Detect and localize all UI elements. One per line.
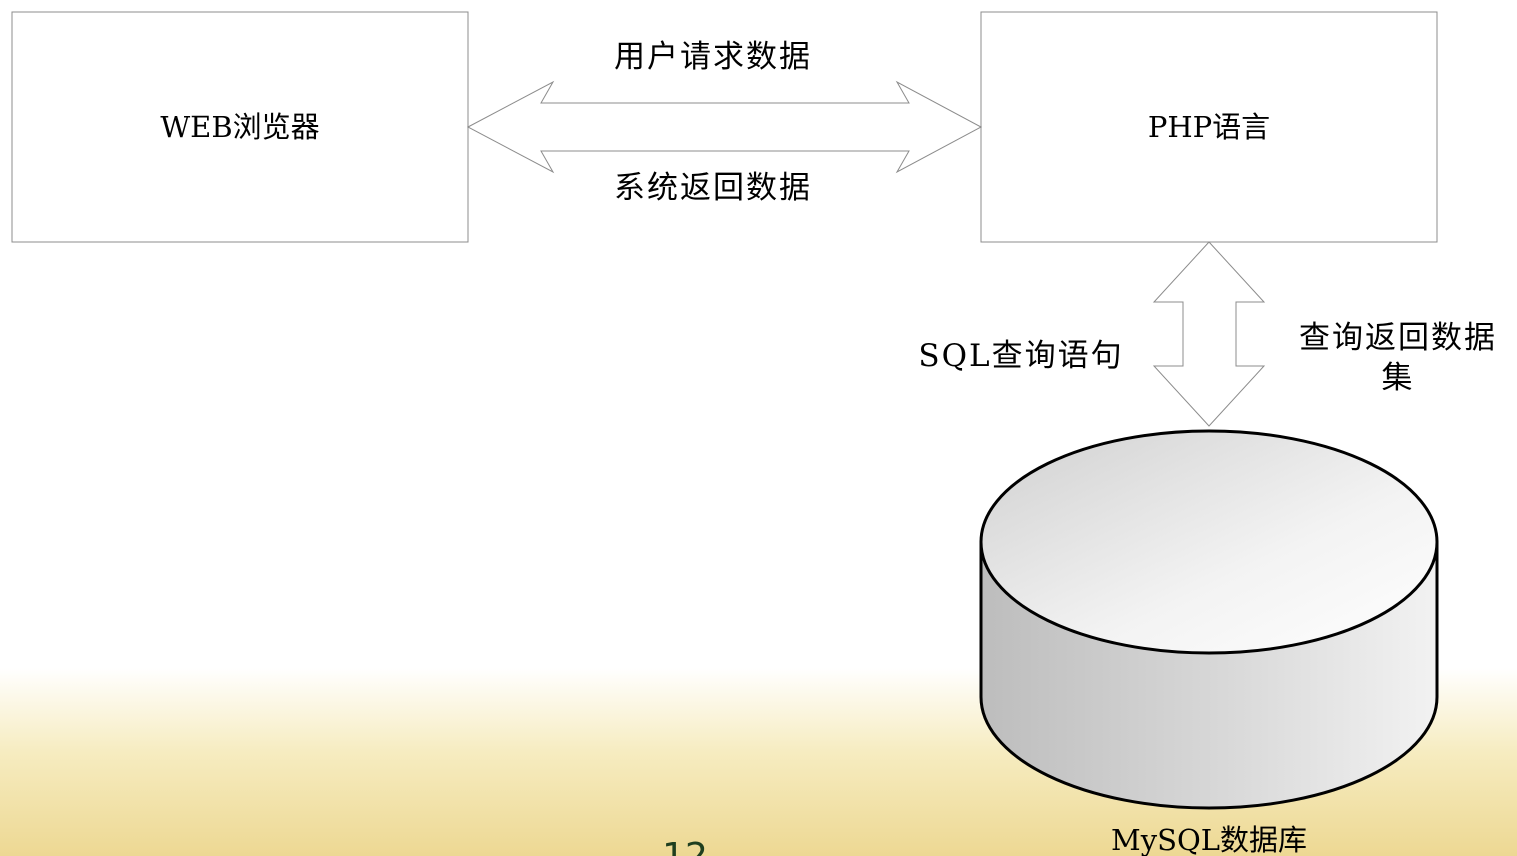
php-label: PHP语言 — [1148, 110, 1270, 144]
browser-node: WEB浏览器 — [11, 11, 469, 243]
database-cylinder-icon — [979, 429, 1439, 810]
vertical-double-arrow — [1152, 241, 1266, 427]
horizontal-double-arrow — [466, 80, 983, 174]
php-node: PHP语言 — [980, 11, 1438, 243]
browser-label: WEB浏览器 — [160, 110, 319, 144]
database-label: MySQL数据库 — [1111, 823, 1307, 856]
request-edge-label: 用户请求数据 — [614, 39, 812, 75]
result-set-edge-label-line1: 查询返回数据 — [1299, 320, 1497, 356]
response-edge-label: 系统返回数据 — [614, 170, 812, 206]
page-number: 12 — [662, 836, 708, 856]
sql-query-edge-label: SQL查询语句 — [918, 338, 1123, 374]
result-set-edge-label-line2: 集 — [1382, 360, 1415, 396]
